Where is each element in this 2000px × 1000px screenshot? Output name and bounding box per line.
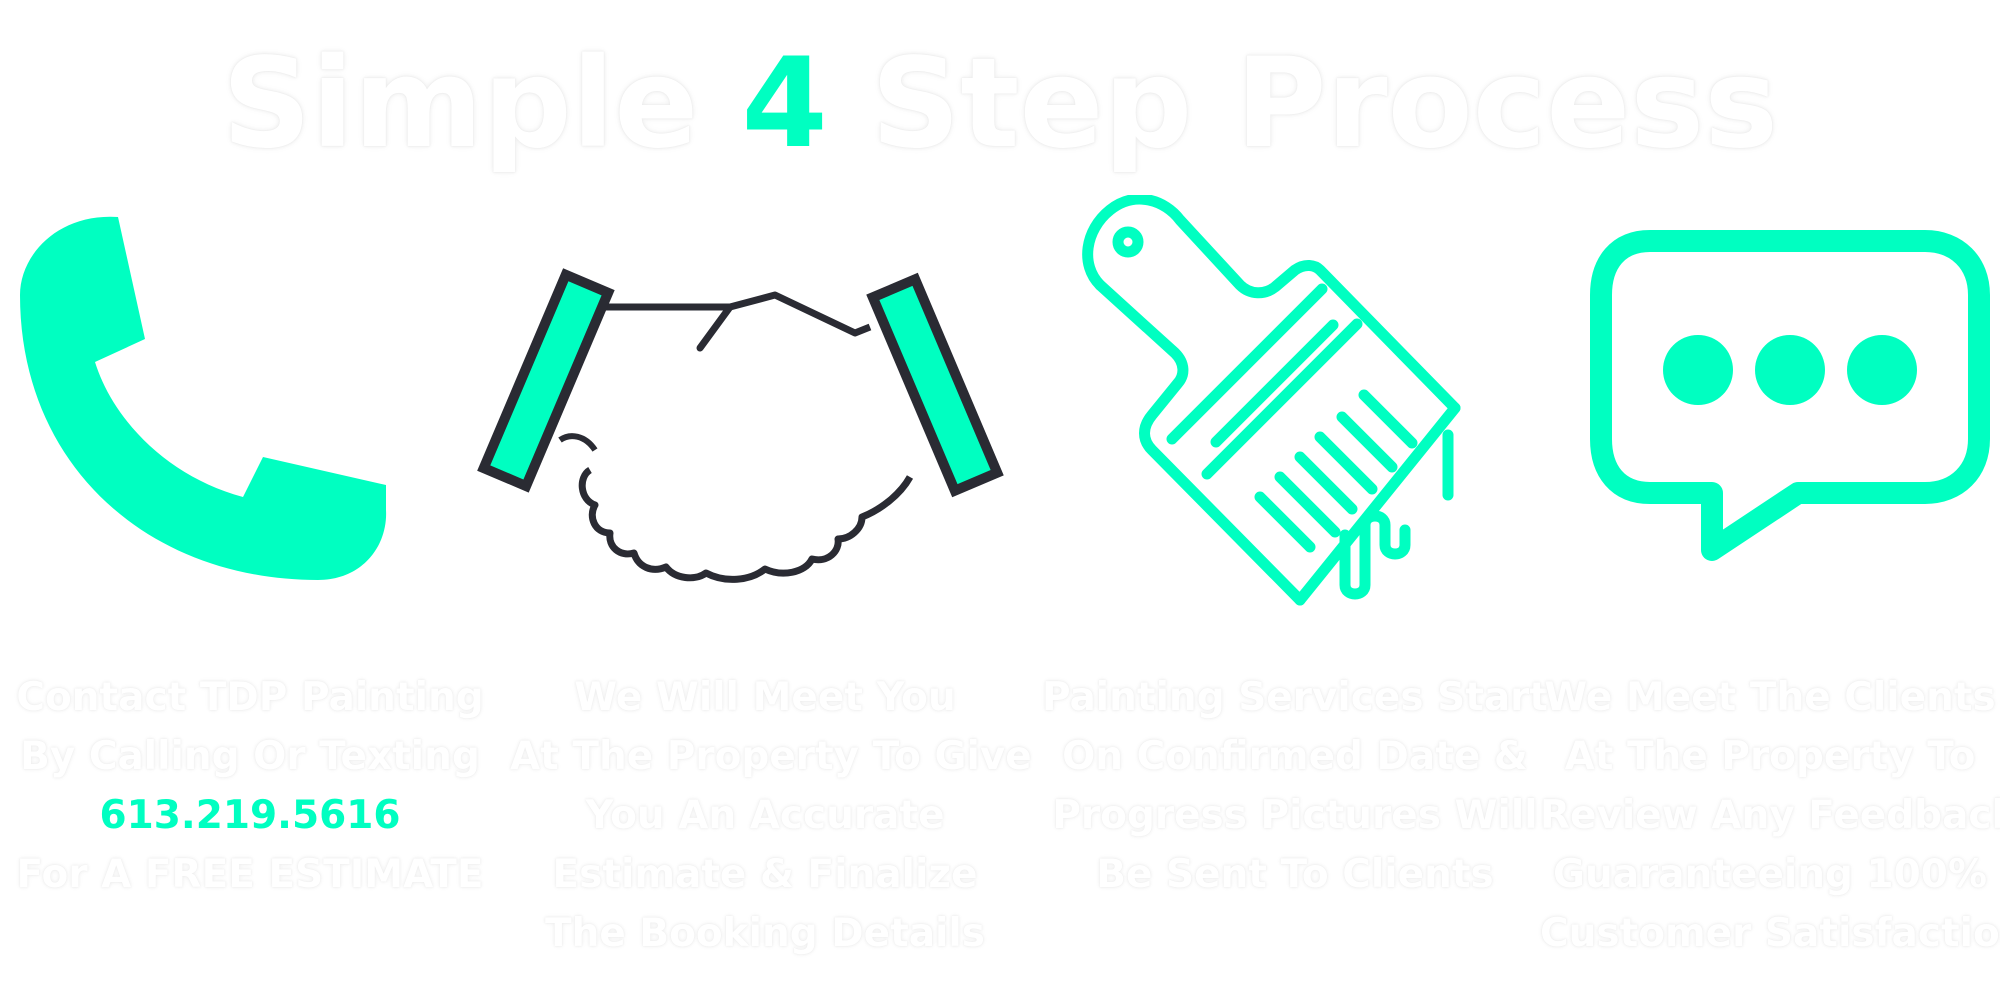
step-4-line: At The Property To	[1564, 734, 1976, 779]
phone-number-link[interactable]: 613.219.5616	[99, 793, 401, 838]
title-word-simple: Simple	[221, 32, 699, 176]
step-3-line: Progress Pictures Will	[1052, 793, 1538, 838]
title-number: 4	[741, 32, 828, 176]
step-2-line: We Will Meet You	[574, 675, 956, 720]
step-4-line: Guaranteeing 100%	[1552, 852, 1988, 897]
phone-icon	[18, 215, 388, 585]
step-4-line: Review Any Feedback,	[1540, 793, 2000, 838]
handshake-icon	[470, 255, 1020, 595]
page-title: Simple 4 Step Process	[0, 34, 2000, 174]
step-2-line: At The Property To Give	[510, 734, 1032, 779]
step-3-line: On Confirmed Date &	[1062, 734, 1528, 779]
step-2-line: You An Accurate	[585, 793, 945, 838]
step-1-line: For A FREE ESTIMATE	[16, 852, 484, 897]
step-2-caption: We Will Meet You At The Property To Give…	[510, 668, 1032, 963]
step-1-line: Contact TDP Painting	[16, 675, 484, 720]
step-1-caption: Contact TDP Painting By Calling Or Texti…	[0, 668, 500, 904]
step-3-line: Painting Services Start	[1041, 675, 1549, 720]
step-1-line: By Calling Or Texting	[20, 734, 480, 779]
paint-brush-icon	[1080, 195, 1470, 615]
chat-bubble-icon	[1590, 230, 1990, 570]
step-4-caption: We Meet The Clients At The Property To R…	[1540, 668, 2000, 963]
step-3-caption: Painting Services Start On Confirmed Dat…	[1040, 668, 1550, 904]
title-step-process: Step Process	[870, 32, 1779, 176]
step-3-line: Be Sent To Clients	[1096, 852, 1494, 897]
step-2-line: Estimate & Finalize	[552, 852, 978, 897]
step-4-line: We Meet The Clients	[1544, 675, 1996, 720]
step-2-line: The Booking Details	[544, 911, 985, 956]
step-4-line: Customer Satisfaction	[1540, 911, 2000, 956]
